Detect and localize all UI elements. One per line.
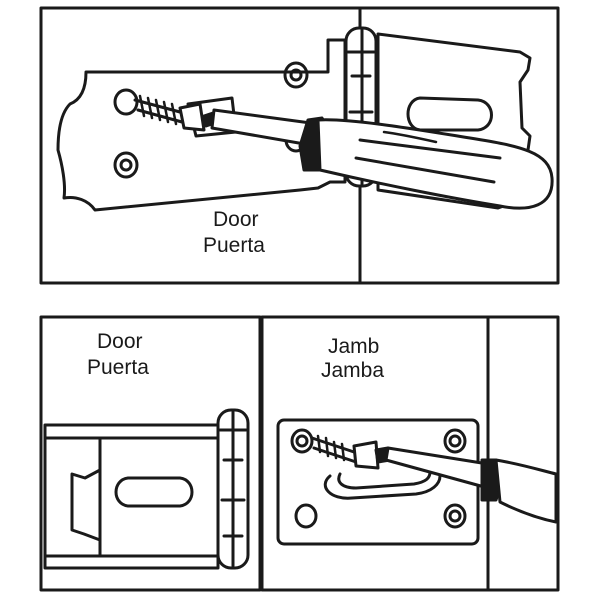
plate-hole-icon	[113, 151, 139, 179]
staple-loop-icon	[323, 470, 442, 500]
wood-screw-icon	[133, 94, 206, 132]
plate-hole-icon	[113, 88, 139, 116]
plate-hole-icon	[443, 503, 467, 529]
hasp-plate-edge-icon	[43, 436, 102, 558]
hinge-barrel-icon	[216, 408, 250, 570]
plate-hole-icon	[443, 428, 467, 454]
hasp-plate-icon	[56, 38, 347, 212]
top-panel-frame	[39, 6, 560, 285]
bottom-right-panel-frame	[260, 315, 560, 592]
bottom-right-panel: Jamb Jamba	[260, 315, 560, 592]
hasp-leaf-icon	[376, 32, 532, 210]
bottom-left-panel-frame	[39, 315, 262, 592]
screwdriver-icon	[374, 446, 558, 524]
plate-hole-icon	[290, 428, 314, 454]
plate-hole-inner-icon	[295, 434, 309, 448]
wood-screw-icon	[310, 434, 380, 470]
plate-hole-inner-icon	[119, 158, 133, 172]
top-door-label: Door	[213, 208, 259, 231]
plate-hole-inner-icon	[448, 509, 462, 523]
bottom-door-label-spanish: Puerta	[87, 356, 149, 379]
bottom-door-label: Door	[97, 330, 143, 353]
hasp-slot-icon	[114, 476, 194, 508]
plate-hole-inner-icon	[289, 68, 303, 82]
jamb-label: Jamb	[328, 335, 379, 358]
plate-hole-inner-icon	[448, 434, 462, 448]
bottom-left-panel: Door Puerta	[39, 315, 262, 592]
jamb-label-spanish: Jamba	[321, 359, 384, 382]
plate-hole-icon	[294, 503, 318, 529]
plate-hole-icon	[283, 61, 309, 89]
top-panel: Door Puerta	[39, 6, 560, 285]
screwdriver-icon	[202, 108, 554, 210]
top-door-label-spanish: Puerta	[203, 234, 265, 257]
hasp-slot-icon	[406, 96, 493, 132]
